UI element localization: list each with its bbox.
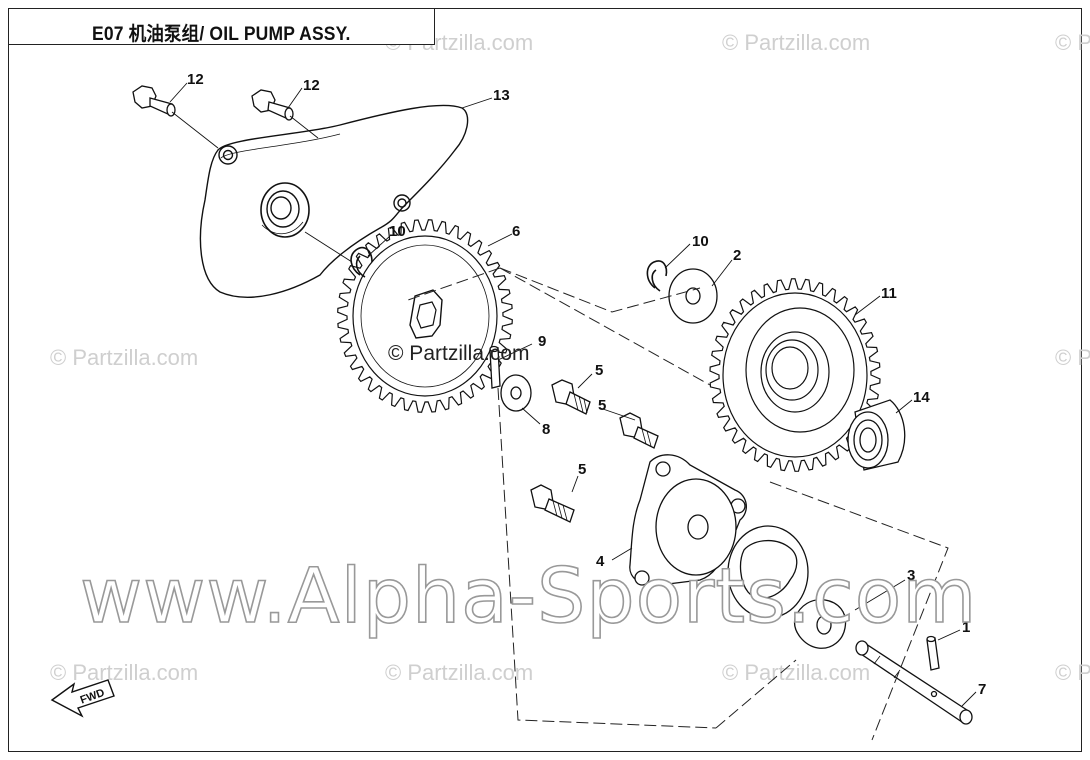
- callout-5: 5: [595, 362, 603, 379]
- bolt-12-left: [132, 85, 219, 149]
- bolt-5-lower: [530, 484, 575, 523]
- callout-14: 14: [913, 389, 930, 406]
- callout-3: 3: [907, 567, 915, 584]
- assembly-lines: [407, 267, 949, 741]
- center-watermark: © Partzilla.com: [388, 342, 530, 365]
- leader-lines: [169, 82, 977, 707]
- driven-gear: [709, 278, 881, 472]
- callout-10: 10: [692, 233, 709, 250]
- watermark-partzilla: © Partzilla.com: [50, 660, 199, 685]
- callout-5: 5: [578, 461, 586, 478]
- callout-13: 13: [493, 87, 510, 104]
- callout-1: 1: [962, 619, 970, 636]
- inner-rotor: [793, 599, 847, 649]
- watermark-partzilla: © Partzilla.com: [722, 30, 871, 55]
- diagram-frame: [8, 8, 1082, 752]
- watermark-partzilla: © Partzilla.com: [1055, 345, 1090, 370]
- callout-7: 7: [978, 681, 986, 698]
- drive-gear: [337, 219, 513, 413]
- callout-10: 10: [389, 223, 406, 240]
- circlip-10-left: [304, 231, 373, 278]
- callout-9: 9: [538, 333, 546, 350]
- callout-11: 11: [881, 285, 897, 302]
- callout-6: 6: [512, 223, 520, 240]
- bearing: [847, 399, 906, 471]
- diagram-title: E07 机油泵组/ OIL PUMP ASSY.: [92, 24, 351, 45]
- watermark-partzilla: © Partzilla.com: [1055, 660, 1090, 685]
- callout-8: 8: [542, 421, 550, 438]
- site-watermark: www.Alpha-Sports.com: [80, 551, 977, 640]
- pump-body: [629, 454, 747, 587]
- dowel-pin-9: [489, 345, 501, 389]
- washer-8: [500, 374, 532, 412]
- callout-5: 5: [598, 397, 606, 414]
- watermark-partzilla: © Partzilla.com: [722, 660, 871, 685]
- callout-2: 2: [733, 247, 741, 264]
- cover-plate: [199, 104, 469, 298]
- pump-shaft: [855, 640, 973, 725]
- callout-12: 12: [303, 77, 320, 94]
- callout-4: 4: [596, 553, 605, 570]
- outer-rotor: [727, 525, 809, 619]
- watermark-partzilla: © Partzilla.com: [50, 345, 199, 370]
- bolt-5-upper: [551, 379, 591, 415]
- washer-2: [668, 268, 718, 324]
- watermark-partzilla: © Partzilla.com: [1055, 30, 1090, 55]
- watermark-partzilla: © Partzilla.com: [385, 660, 534, 685]
- callout-12: 12: [187, 71, 204, 88]
- shaft-pin-1: [926, 635, 940, 671]
- bolt-12-right: [251, 89, 319, 139]
- circlip-10-right: [646, 260, 668, 292]
- forward-arrow-icon: FWD: [50, 679, 115, 718]
- title-box: E07 机油泵组/ OIL PUMP ASSY.: [8, 8, 435, 45]
- bolt-5-middle: [619, 412, 659, 449]
